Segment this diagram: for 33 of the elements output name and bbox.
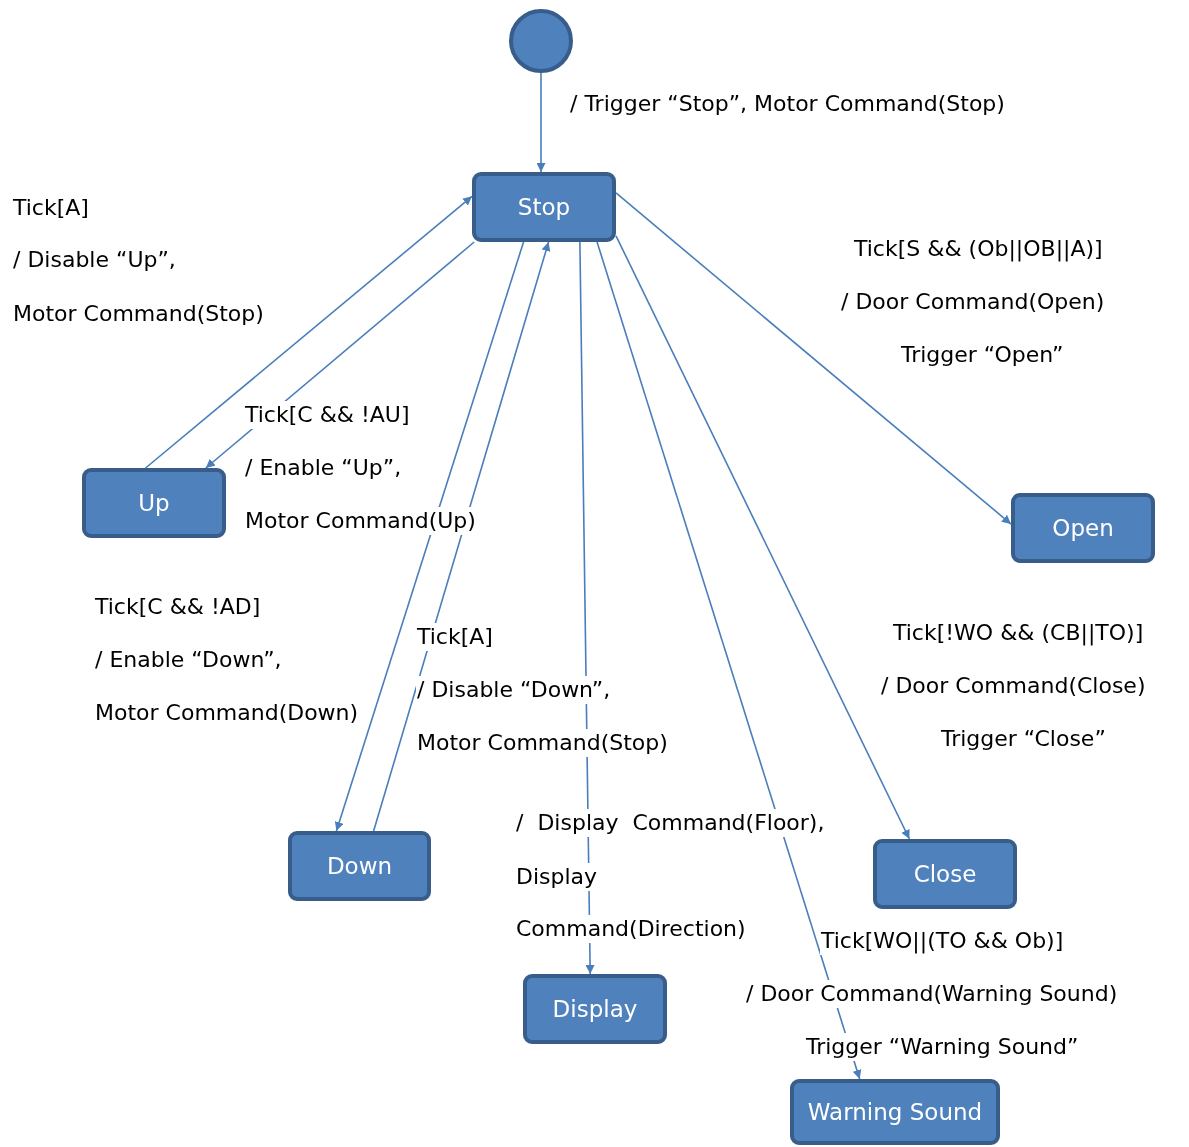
transition-label: / Disable “Down”, [416, 676, 612, 704]
transition-arrow [144, 195, 473, 469]
state-box [873, 839, 1017, 909]
transition-arrow [334, 241, 525, 832]
transition-label: Tick[A] [416, 623, 494, 651]
transition-label: Trigger “Warning Sound” [805, 1033, 1080, 1061]
transition-arrow [536, 72, 546, 173]
state-box [1011, 493, 1155, 563]
transition-arrow [596, 241, 862, 1080]
state-name: Open [1052, 515, 1114, 541]
state-name: Close [913, 861, 977, 887]
state-name: Down [326, 853, 393, 879]
transition-arrow [372, 241, 551, 832]
transition-arrow [615, 192, 1012, 525]
transition-label: Display [515, 863, 599, 891]
transition-label: Command(Direction) [515, 915, 747, 943]
state-name: Up [138, 490, 170, 516]
transition-label: Motor Command(Up) [244, 507, 477, 535]
transition-arrow [205, 241, 475, 469]
state-box [790, 1079, 1000, 1145]
transition-label: Tick[C && !AU] [244, 401, 411, 429]
state-name: Stop [517, 194, 571, 220]
state-box [472, 172, 616, 242]
state-box [82, 468, 226, 538]
transition-label: Motor Command(Stop) [416, 729, 669, 757]
transition-arrow [615, 235, 911, 840]
state-box [288, 831, 431, 901]
initial-state-circle [509, 9, 573, 73]
state-box [523, 974, 667, 1044]
transition-label: / Door Command(Warning Sound) [745, 980, 1119, 1008]
state-name: Warning Sound [807, 1099, 983, 1125]
state-name: Display [552, 996, 638, 1022]
transition-label: / Display Command(Floor), [515, 809, 826, 837]
